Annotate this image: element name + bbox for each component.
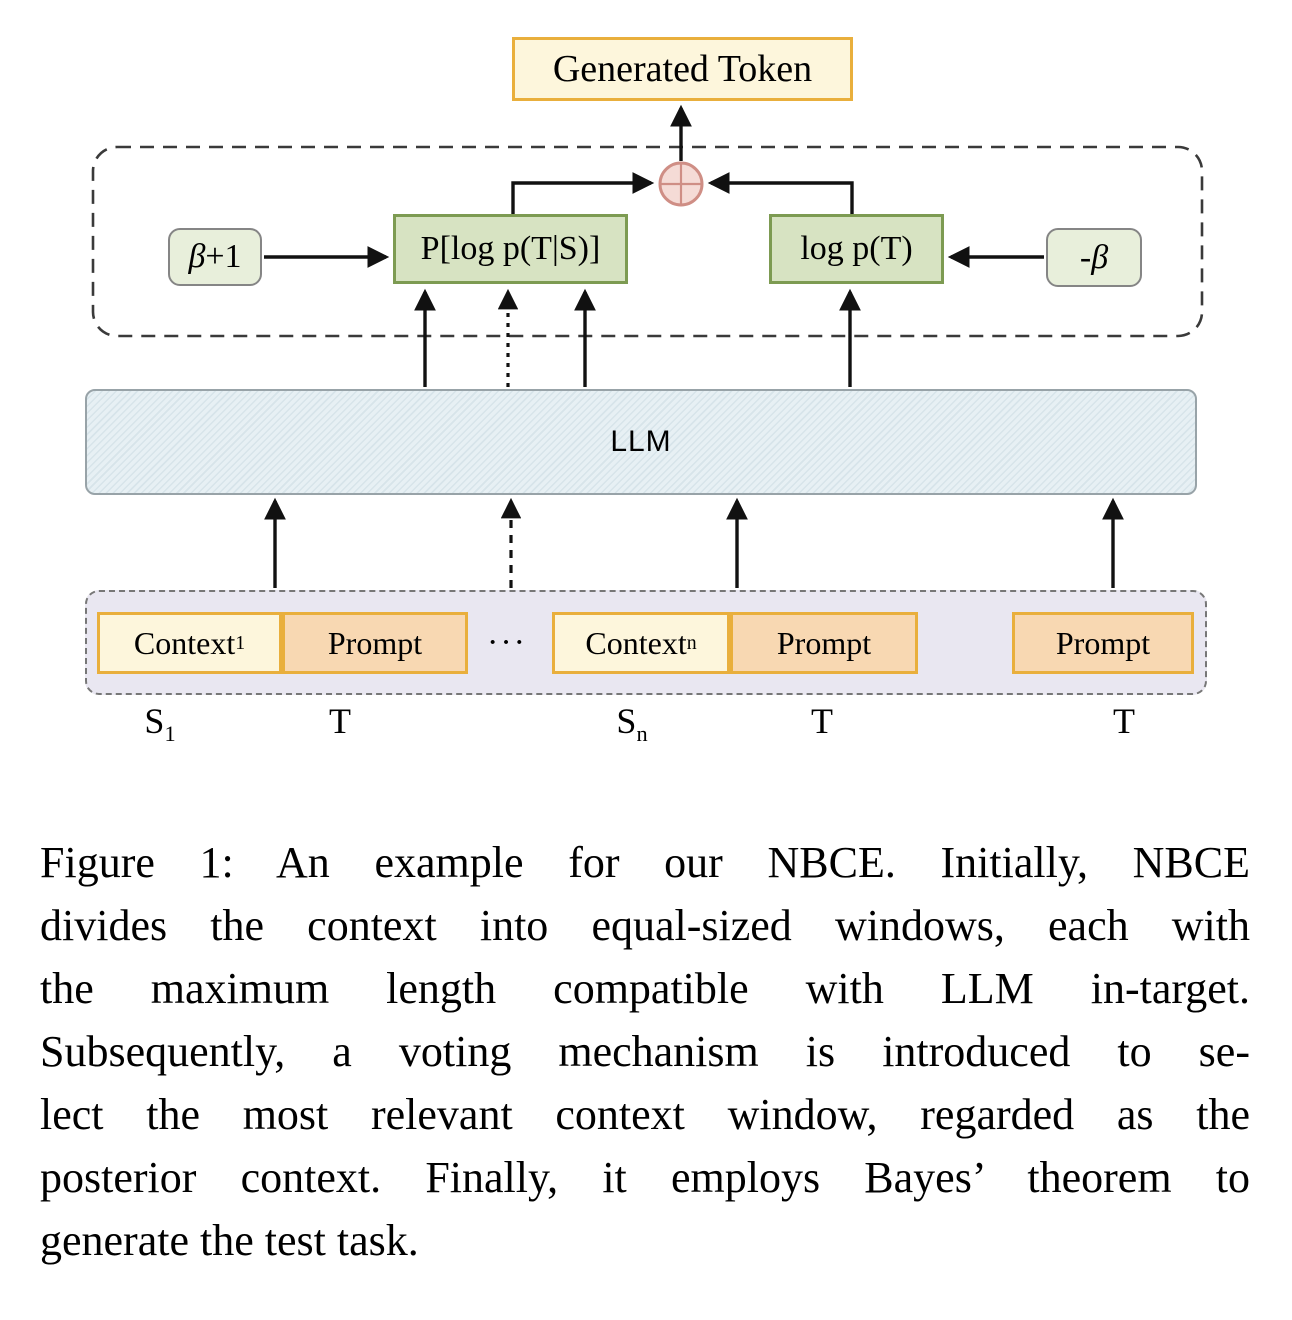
beta-plus-one-box: β+1 bbox=[168, 228, 262, 286]
llm-box: LLM bbox=[85, 389, 1197, 495]
label-t1: T bbox=[329, 701, 351, 741]
weighted-log-prob-box: P[log p(T|S)] bbox=[393, 214, 628, 284]
caption-line: posterior context. Finally, it employs B… bbox=[40, 1153, 1250, 1202]
caption-line: the maximum length compatible with LLM i… bbox=[40, 964, 1250, 1013]
caption-line: Figure 1: An example for our NBCE. Initi… bbox=[40, 838, 1250, 887]
log-prior-box: log p(T) bbox=[769, 214, 944, 284]
beta-symbol: β bbox=[1091, 238, 1109, 276]
arrow-plog-to-oplus bbox=[511, 172, 655, 214]
arrow-logpt-to-oplus bbox=[707, 172, 854, 214]
label-t3: T bbox=[1113, 701, 1135, 741]
prompt3-box: Prompt bbox=[1012, 612, 1194, 674]
context1-label: Context bbox=[133, 624, 236, 661]
label-s1: S1 bbox=[144, 701, 176, 747]
beta-suffix: +1 bbox=[205, 238, 242, 275]
oplus-icon bbox=[658, 161, 704, 207]
beta-symbol: β bbox=[188, 238, 206, 275]
generated-token-box: Generated Token bbox=[512, 37, 853, 101]
label-sn: Sn bbox=[616, 701, 648, 747]
minus-sign: - bbox=[1079, 238, 1092, 276]
prompt1-box: Prompt bbox=[282, 612, 468, 674]
caption-line: lect the most relevant context window, r… bbox=[40, 1090, 1250, 1139]
figure-1-diagram: Generated Token β+1 P[log p(T|S)] log p(… bbox=[85, 37, 1207, 747]
label-t2: T bbox=[811, 701, 833, 741]
neg-beta-box: -β bbox=[1046, 228, 1142, 287]
ellipsis: ··· bbox=[487, 624, 527, 661]
prompt2-box: Prompt bbox=[730, 612, 918, 674]
contextn-label: Context bbox=[585, 624, 687, 661]
figure-caption: Figure 1: An example for our NBCE. Initi… bbox=[40, 831, 1250, 1272]
caption-line: divides the context into equal-sized win… bbox=[40, 901, 1250, 950]
caption-line: generate the test task. bbox=[40, 1216, 419, 1265]
caption-line: Subsequently, a voting mechanism is intr… bbox=[40, 1027, 1250, 1076]
